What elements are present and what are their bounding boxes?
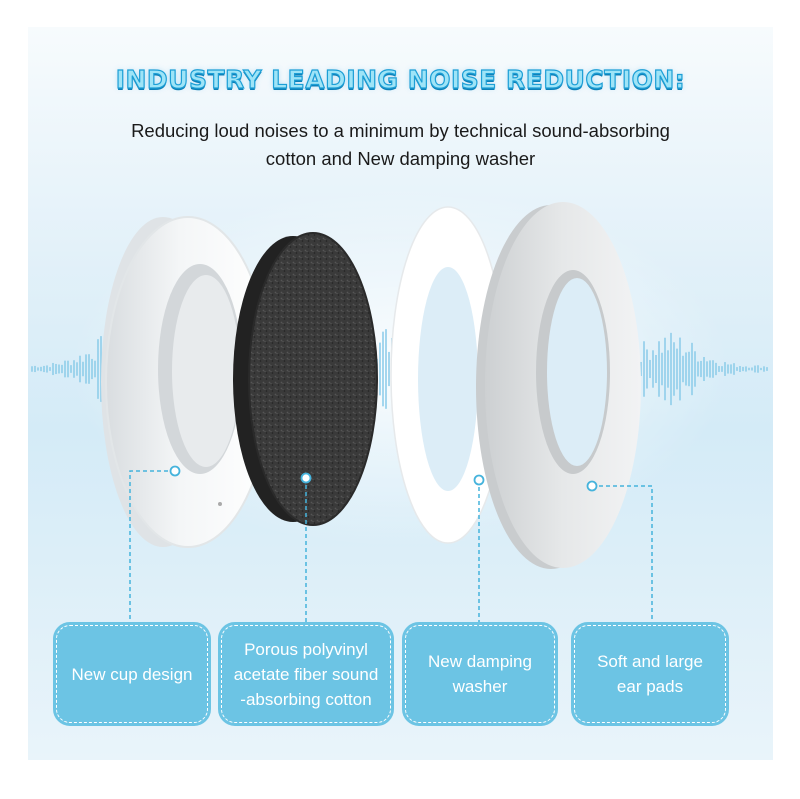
subheadline: Reducing loud noises to a minimum by tec… (68, 117, 733, 173)
callout-markers (169, 465, 598, 492)
label-absorbing-cotton: Porous polyvinyl acetate fiber sound -ab… (218, 622, 394, 726)
headline: INDUSTRY LEADING NOISE REDUCTION: (115, 64, 686, 94)
damping-ring (390, 206, 506, 544)
callout-connectors (129, 470, 653, 625)
label-damping-washer: New damping washer (402, 622, 558, 726)
exploded-view-illustration (31, 187, 768, 625)
foam-disc (233, 232, 378, 526)
subheadline-line-2: cotton and New damping washer (265, 148, 536, 169)
ear-pad (476, 202, 641, 569)
label-cup-design: New cup design (53, 622, 211, 726)
label-ear-pads: Soft and large ear pads (571, 622, 729, 726)
product-panel: INDUSTRY LEADING NOISE REDUCTION: Reduci… (28, 27, 773, 760)
subheadline-line-1: Reducing loud noises to a minimum by tec… (131, 120, 670, 141)
